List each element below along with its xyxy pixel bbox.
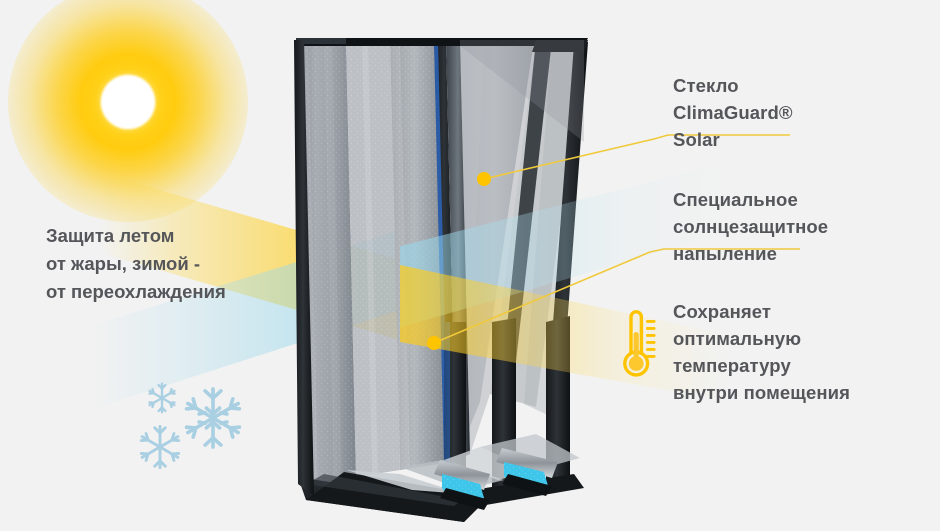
callout-label-glass-climaguard-solar: Стекло ClimaGuard® Solar: [673, 75, 793, 150]
snowflake-medium-icon: [136, 423, 184, 471]
snowflake-small-icon: [145, 381, 179, 415]
thermometer-icon: [617, 306, 661, 382]
callout-label-keeps-optimal-temperature: Сохраняет оптимальную температуру внутри…: [673, 301, 850, 403]
sun-core: [108, 82, 148, 122]
snowflake-large-icon: [180, 385, 246, 451]
left-description-text: Защита летом от жары, зимой - от переохл…: [46, 225, 226, 302]
triple-glazed-window-unit: [284, 22, 624, 522]
callout-label-special-solar-coating: Специальное солнцезащитное напыление: [673, 189, 829, 264]
